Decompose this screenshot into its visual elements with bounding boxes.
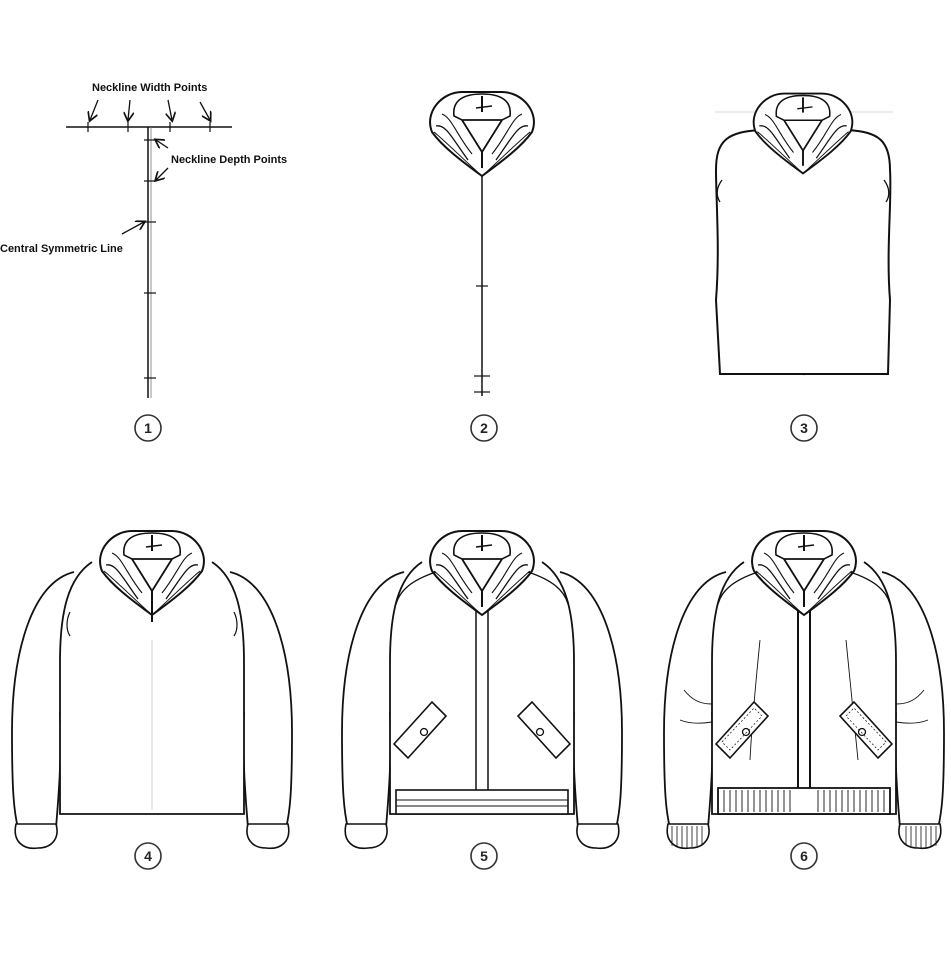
step-number-4: 4	[134, 842, 162, 870]
step-number-3: 3	[790, 414, 818, 442]
step-6-detailed-jacket-sketch	[663, 530, 945, 850]
step-number-5: 5	[470, 842, 498, 870]
step-2-hood-sketch	[429, 91, 535, 396]
neckline-width-label: Neckline Width Points	[92, 82, 207, 94]
step-4-pullover-sketch	[11, 530, 293, 850]
step-5-jacket-sketch	[341, 530, 623, 850]
step-number-6-text: 6	[800, 848, 808, 864]
neckline-depth-label: Neckline Depth Points	[171, 154, 287, 166]
step-number-4-text: 4	[144, 848, 152, 864]
step-3-torso-sketch	[714, 92, 893, 376]
step-number-1: 1	[134, 414, 162, 442]
step-number-1-text: 1	[144, 420, 152, 436]
step-number-2: 2	[470, 414, 498, 442]
central-line-label: Central Symmetric Line	[0, 243, 123, 255]
step-number-2-text: 2	[480, 420, 488, 436]
step-number-6: 6	[790, 842, 818, 870]
step-number-3-text: 3	[800, 420, 808, 436]
step-1-guide-lines	[66, 99, 232, 398]
step-number-5-text: 5	[480, 848, 488, 864]
